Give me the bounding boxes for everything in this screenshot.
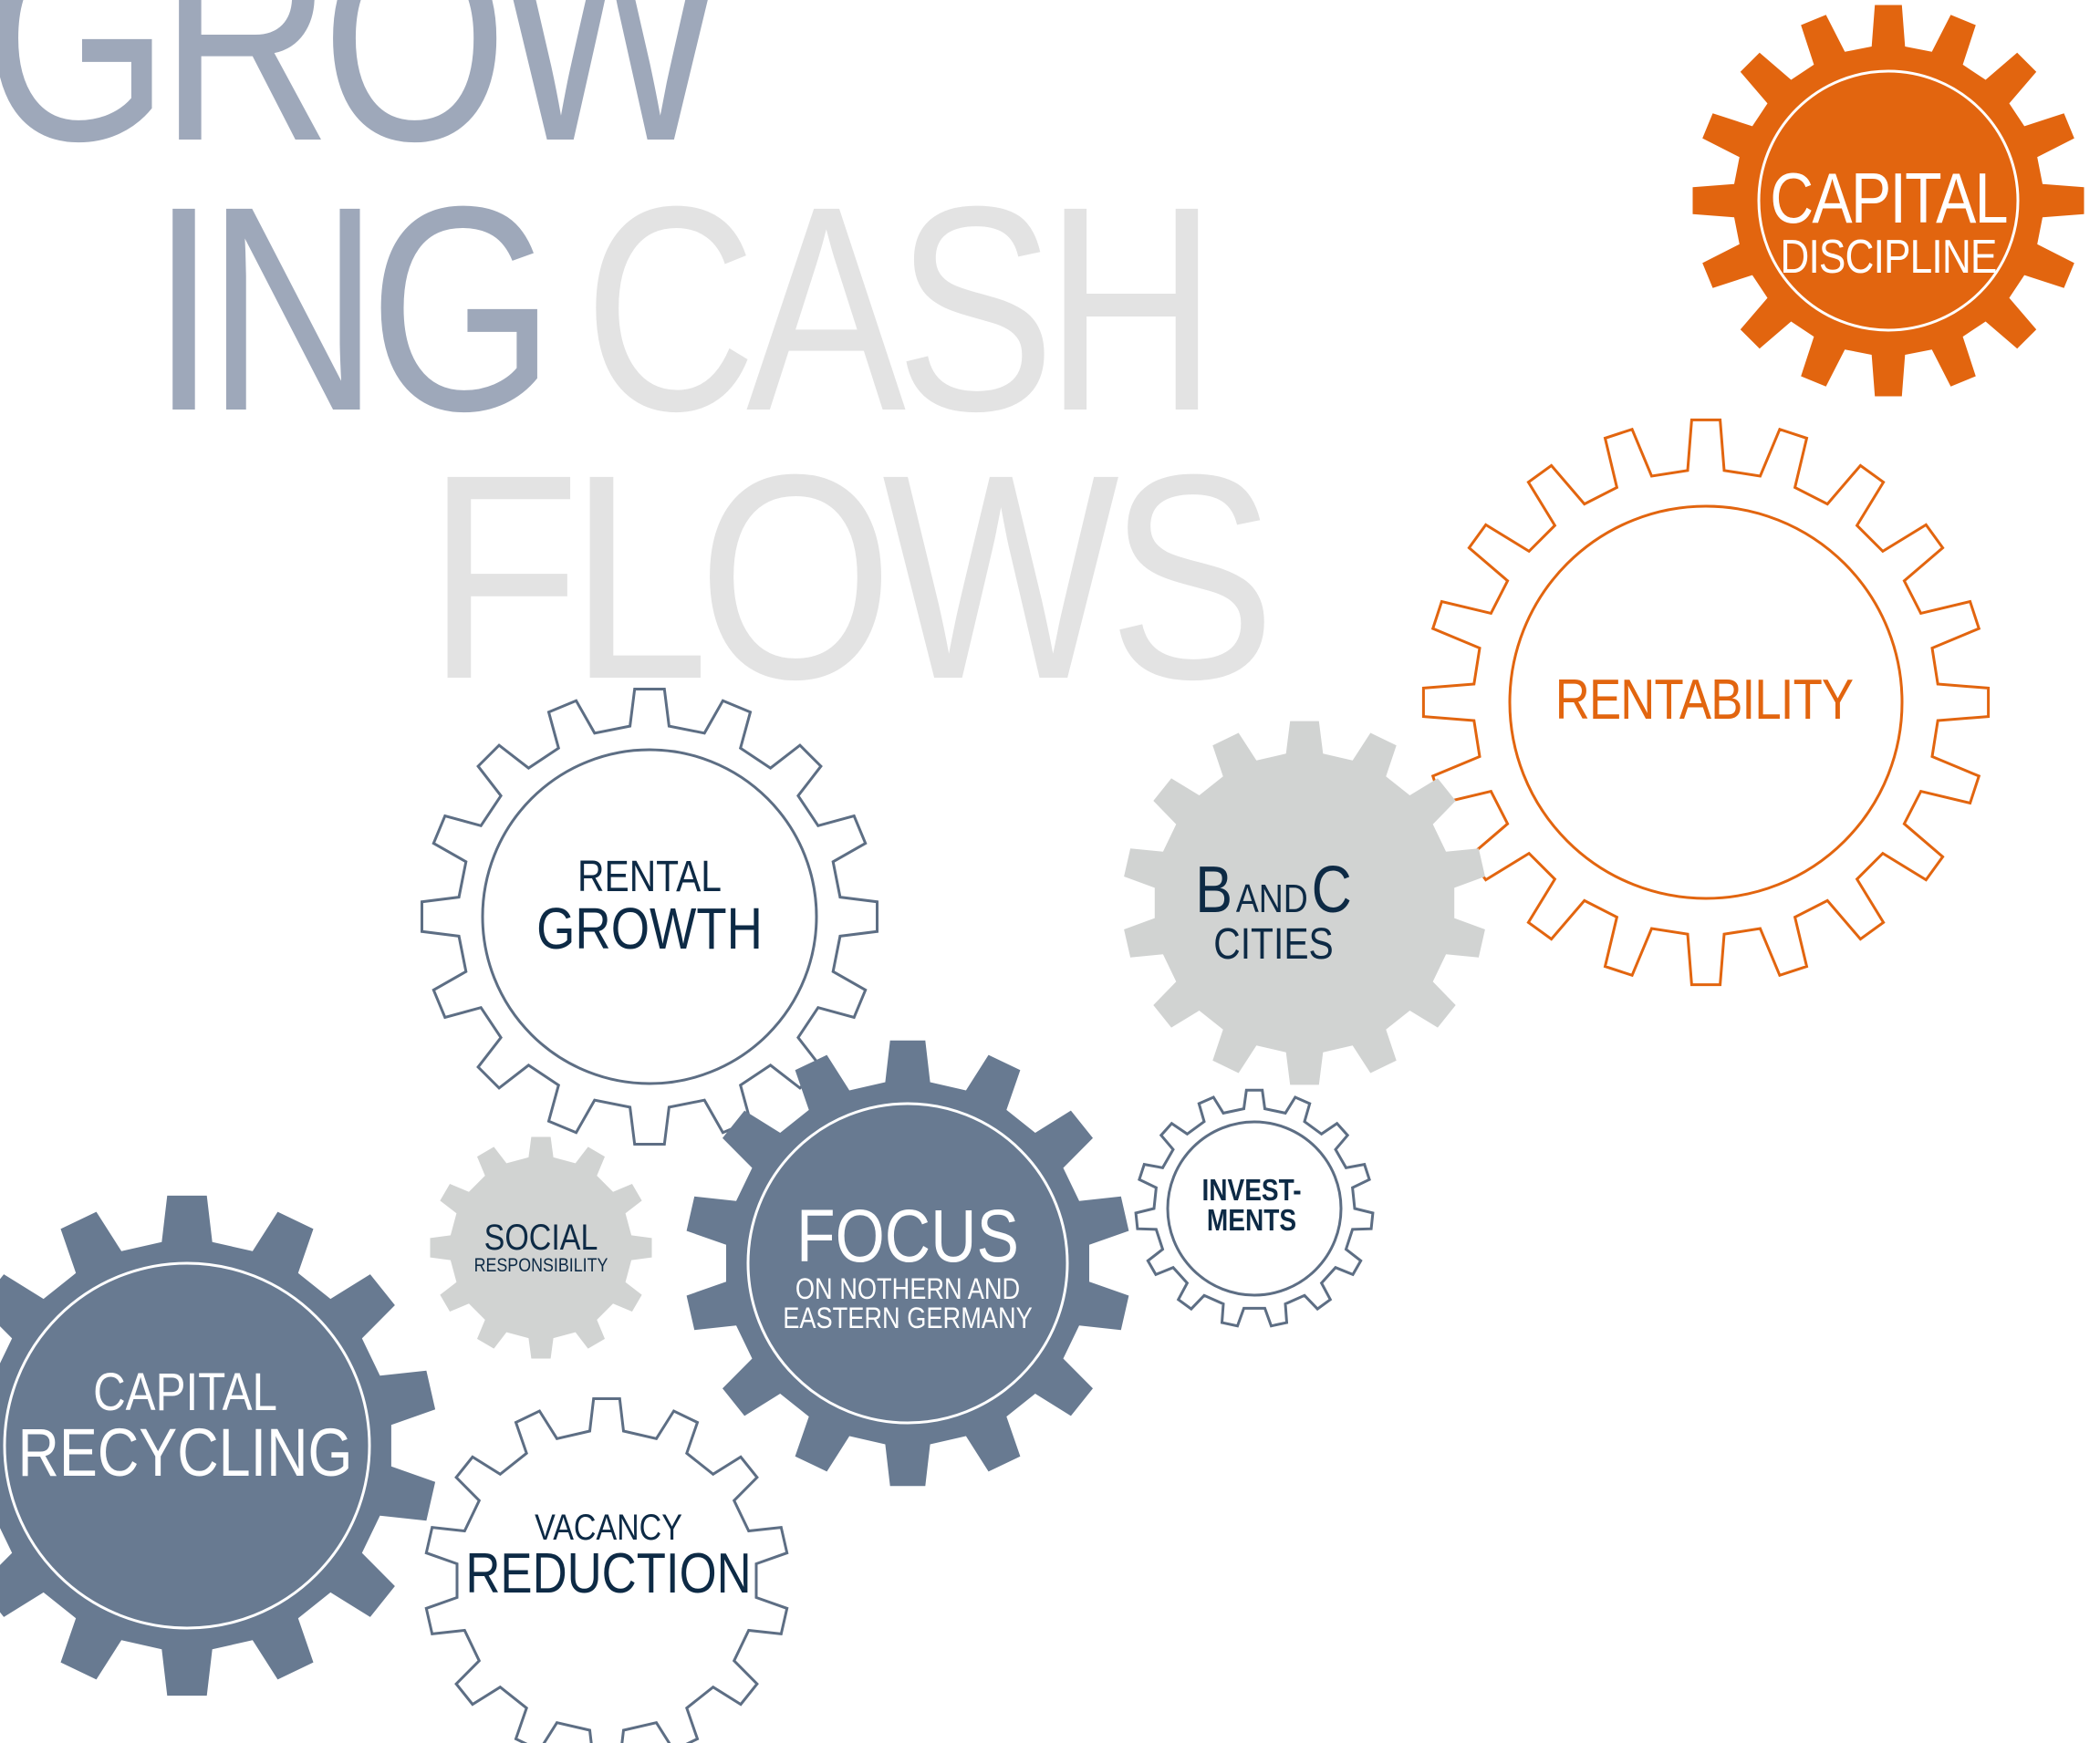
label-and: AND: [1235, 877, 1308, 921]
gear-capital-recycling-ring: [3, 1261, 371, 1630]
label-c: C: [1311, 854, 1352, 927]
gear-rental-growth: [421, 688, 878, 1146]
headline-grow: GROW: [0, 0, 723, 202]
label-rental-growth-line1: RENTAL: [577, 853, 722, 901]
label-b-and-c-cities: B AND C CITIES: [1181, 857, 1366, 967]
gear-capital-discipline: [1692, 5, 2084, 397]
label-rentability: RENTABILITY: [1529, 672, 1879, 729]
label-investments-line1: INVEST-: [1201, 1173, 1302, 1207]
label-capital-discipline-line1: CAPITAL: [1770, 158, 2008, 238]
gear-vacancy-reduction: [424, 1397, 789, 1743]
label-capital-recycling-line1: CAPITAL: [93, 1363, 277, 1422]
gear-social-responsibility: [430, 1136, 652, 1359]
label-investments: INVEST- MENTS: [1193, 1175, 1310, 1235]
gear-focus-ring: [746, 1102, 1069, 1425]
gear-capital-discipline-ring: [1757, 69, 2020, 332]
headline-cash: CASH: [584, 145, 1218, 472]
gear-rentability: [1421, 418, 1991, 987]
label-capital-discipline-line2: DISCIPLINE: [1780, 231, 1997, 284]
headline-flows: FLOWS: [427, 413, 1275, 740]
label-social-line2: RESPONSIBILITY: [473, 1255, 608, 1276]
label-social-line1: SOCIAL: [483, 1218, 598, 1258]
label-rental-growth: RENTAL GROWTH: [516, 853, 783, 961]
headline-ing: ING: [151, 145, 556, 472]
label-focus: FOCUS ON NOTHERN AND EASTERN GERMANY: [761, 1199, 1055, 1333]
label-investments-line2: MENTS: [1206, 1203, 1297, 1237]
gear-investments-ring: [1166, 1120, 1343, 1297]
label-b-and-c-line2: CITIES: [1213, 920, 1334, 969]
gear-investments: [1134, 1088, 1375, 1328]
label-vacancy-line1: VACANCY: [535, 1508, 682, 1548]
label-vacancy-line2: REDUCTION: [465, 1542, 752, 1605]
label-social-responsibility: SOCIAL RESPONSIBILITY: [463, 1219, 620, 1275]
label-vacancy-reduction: VACANCY REDUCTION: [441, 1510, 777, 1603]
gear-focus: [686, 1040, 1129, 1487]
label-b: B: [1195, 854, 1233, 927]
label-rentability-text: RENTABILITY: [1554, 669, 1854, 731]
gear-b-and-c-cities: [1124, 721, 1485, 1085]
label-focus-line3: EASTERN GERMANY: [783, 1302, 1033, 1334]
label-focus-line1: FOCUS: [796, 1195, 1019, 1278]
label-capital-recycling: CAPITAL RECYCLING: [0, 1366, 382, 1487]
label-capital-discipline: CAPITAL DISCIPLINE: [1749, 162, 2027, 281]
label-capital-recycling-line2: RECYCLING: [17, 1415, 353, 1490]
gear-rental-growth-ring: [481, 748, 818, 1085]
gear-capital-recycling: [0, 1195, 436, 1696]
gear-rentability-ring: [1508, 504, 1904, 900]
label-b-and-c-line1: B AND C: [1195, 857, 1352, 923]
label-focus-line2: ON NOTHERN AND: [795, 1272, 1021, 1305]
label-rental-growth-line2: GROWTH: [536, 896, 763, 961]
